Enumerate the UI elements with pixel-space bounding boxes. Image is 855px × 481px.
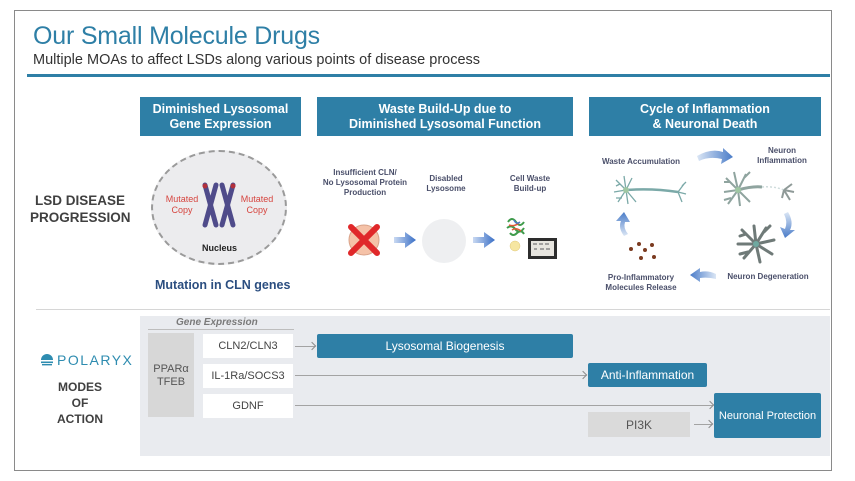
polaryx-logo-icon: [41, 354, 53, 366]
gene-box-gdnf: GDNF: [203, 394, 293, 418]
cycle-arrow-top-icon: [697, 148, 733, 164]
mutated-copy-left: Mutated Copy: [162, 194, 202, 216]
cycle-arrow-bottom-icon: [690, 268, 716, 282]
outcome-anti-inflammation: Anti-Inflammation: [588, 363, 707, 387]
healthy-neuron-icon: [613, 175, 687, 205]
cycle-neuron-degeneration: Neuron Degeneration: [720, 272, 816, 282]
regulators-box: PPARα TFEB: [148, 333, 194, 417]
cycle2-line1: Neuron: [768, 146, 796, 155]
connector-pi3k-to-protection: [694, 424, 712, 425]
cycle3-line1: Neuron Degeneration: [727, 272, 809, 281]
progression-label-line1: LSD DISEASE: [34, 193, 126, 208]
cycle-neuron-inflammation: Neuron Inflammation: [752, 146, 812, 166]
mutated-right-line1: Mutated: [240, 194, 274, 204]
step2-line2: Lysosome: [426, 184, 466, 193]
mutation-caption: Mutation in CLN genes: [155, 278, 291, 292]
moa-label-line1: MODES: [57, 380, 102, 394]
page-title: Our Small Molecule Drugs: [33, 22, 320, 50]
chromosome-icon: [202, 182, 236, 228]
arrow-right-icon: [473, 232, 495, 248]
progression-row-label: LSD DISEASE PROGRESSION: [30, 192, 131, 226]
progression-label-line2: PROGRESSION: [30, 210, 131, 225]
cycle4-line1: Pro-Inflammatory: [607, 273, 675, 282]
step-insufficient-cln: Insufficient CLN/ No Lysosomal Protein P…: [318, 168, 412, 198]
molecules-icon: [629, 242, 656, 260]
step1-line3: Production: [343, 188, 387, 197]
step3-line2: Build-up: [513, 184, 547, 193]
stage3-header-line2: & Neuronal Death: [652, 116, 758, 131]
outcome-lysosomal-biogenesis: Lysosomal Biogenesis: [317, 334, 573, 358]
red-x-icon: [348, 224, 380, 256]
stage-header-gene-expression: Diminished Lysosomal Gene Expression: [140, 97, 301, 136]
mutated-right-line2: Copy: [246, 205, 268, 215]
stage2-header-line1: Waste Build-Up due to: [378, 101, 512, 116]
cycle-arrow-right-icon: [780, 212, 795, 238]
connector-gdnf-to-protection: [295, 405, 713, 406]
gene-box-cln2-cln3: CLN2/CLN3: [203, 334, 293, 358]
step2-line1: Disabled: [429, 174, 463, 183]
outcome-neuronal-protection: Neuronal Protection: [714, 393, 821, 438]
step1-line1: Insufficient CLN/: [333, 168, 397, 177]
gene-box-il1ra-socs3: IL-1Ra/SOCS3: [203, 364, 293, 388]
section-divider: [36, 309, 830, 310]
nucleus-label: Nucleus: [202, 243, 238, 253]
cycle-arrow-left-icon: [616, 212, 630, 236]
connector-cln-to-biogenesis: [295, 346, 315, 347]
stage2-header-line2: Diminished Lysosomal Function: [349, 116, 541, 131]
protein-waste-icon: [506, 218, 557, 259]
degenerated-neuron-icon: [736, 224, 776, 264]
stage-header-waste-buildup: Waste Build-Up due to Diminished Lysosom…: [317, 97, 573, 136]
regulator-ppara: PPARα: [153, 363, 189, 375]
inflamed-neuron-icon: [723, 171, 795, 207]
cycle4-line2: Molecules Release: [605, 283, 677, 292]
cycle-molecules-release: Pro-Inflammatory Molecules Release: [598, 273, 684, 293]
mutated-left-line1: Mutated: [165, 194, 199, 204]
step-cell-waste: Cell Waste Build-up: [500, 174, 560, 194]
polaryx-logo: POLARYX: [40, 352, 133, 368]
moa-row-label: MODES OF ACTION: [44, 379, 116, 427]
stage1-header-line2: Gene Expression: [169, 116, 272, 131]
stage-header-inflammation-cycle: Cycle of Inflammation & Neuronal Death: [589, 97, 821, 136]
polaryx-logo-text: POLARYX: [57, 352, 134, 368]
step3-line1: Cell Waste: [509, 174, 551, 183]
lysosome-circle-icon: [422, 219, 466, 263]
arrow-right-icon: [394, 232, 416, 248]
page-subtitle: Multiple MOAs to affect LSDs along vario…: [33, 52, 481, 68]
title-underline: [27, 74, 830, 77]
regulator-tfeb: TFEB: [156, 376, 186, 388]
mutated-copy-right: Mutated Copy: [236, 194, 278, 216]
step-disabled-lysosome: Disabled Lysosome: [416, 174, 476, 194]
mutated-left-line2: Copy: [171, 205, 193, 215]
pi3k-box: PI3K: [588, 412, 690, 437]
moa-label-line3: ACTION: [57, 412, 103, 426]
connector-il1ra-to-antiinflammation: [295, 375, 586, 376]
gene-expression-rule: [148, 329, 294, 330]
step1-line2: No Lysosomal Protein: [322, 178, 408, 187]
cycle2-line2: Inflammation: [757, 156, 807, 165]
stage1-header-line1: Diminished Lysosomal: [152, 101, 289, 116]
nucleus-diagram: [151, 150, 287, 265]
moa-label-line2: OF: [71, 396, 89, 410]
cycle-waste-accumulation: Waste Accumulation: [594, 157, 688, 167]
gene-expression-title: Gene Expression: [176, 317, 258, 328]
stage3-header-line1: Cycle of Inflammation: [640, 101, 770, 116]
cycle1-line1: Waste Accumulation: [601, 157, 681, 166]
